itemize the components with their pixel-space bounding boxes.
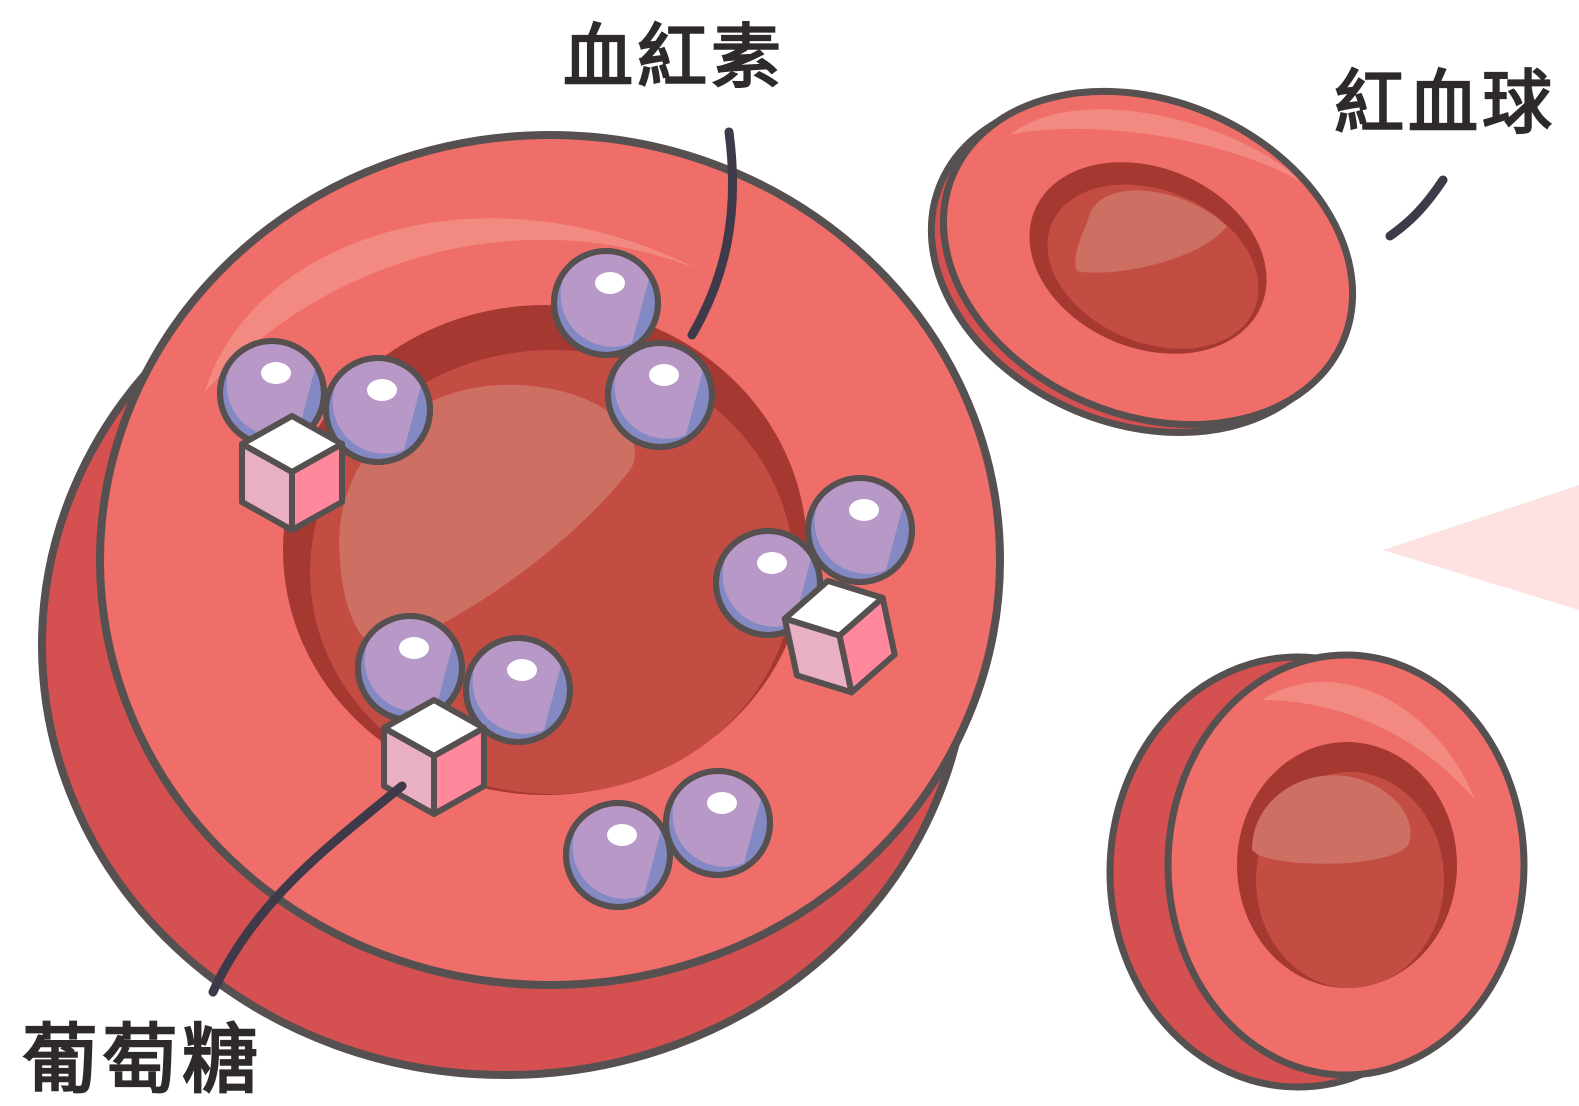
small-red-blood-cell-bottom (1110, 655, 1524, 1087)
rbc-pointer-line (1390, 180, 1443, 236)
red-blood-cell-label: 紅血球 (1334, 68, 1556, 138)
zoom-beam (1383, 485, 1579, 610)
hemoglobin-label: 血紅素 (563, 22, 785, 92)
glucose-label: 葡萄糖 (22, 1022, 262, 1098)
